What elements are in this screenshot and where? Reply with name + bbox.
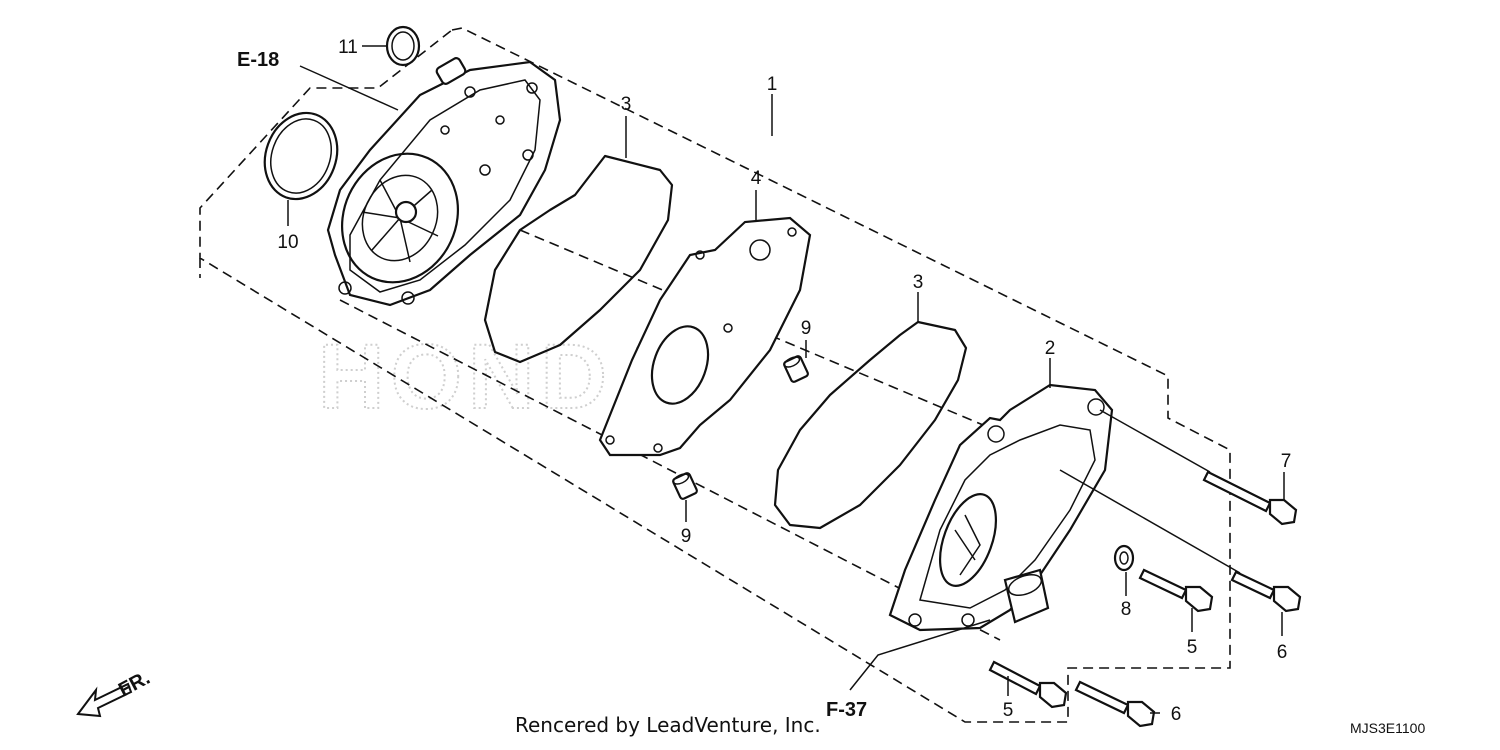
bolt-6-lower [1074,680,1156,728]
diagram-code: MJS3E1100 [1350,720,1425,736]
dowel-pin-upper [783,355,809,383]
bolt-7 [1202,470,1298,526]
callout-5-lower: 5 [1003,700,1014,721]
pump-body [326,57,562,307]
leader-e18 [299,65,399,111]
cover-plate-gasket [598,216,812,457]
callout-1: 1 [767,74,778,95]
ref-e18: E-18 [237,49,279,71]
leader-bolt-6 [1059,469,1241,574]
callout-4: 4 [751,168,762,189]
callout-7: 7 [1281,451,1292,472]
callout-6-lower: 6 [1171,704,1182,725]
bolt-6-upper [1230,570,1302,613]
o-ring-large [263,111,339,201]
o-ring-gasket-front [773,320,968,530]
assembly-outline-dashed [199,27,1231,723]
ref-f37: F-37 [826,699,867,721]
pump-cover [888,383,1114,632]
callout-2: 2 [1045,338,1056,359]
axis-line-lower [339,299,1001,641]
sealing-washer [1113,544,1135,572]
callout-6-upper: 6 [1277,642,1288,663]
callout-8: 8 [1121,599,1132,620]
dowel-pin-lower [672,472,698,500]
leader-f37 [849,619,991,691]
callout-11: 11 [338,37,358,58]
bolt-5-upper [1138,568,1214,613]
bolt-5-lower [988,660,1068,709]
credit-text: Rencered by LeadVenture, Inc. [515,713,821,737]
o-ring-gasket-rear [483,154,674,364]
callout-3-rear: 3 [621,94,632,115]
callout-9-lower: 9 [681,526,692,547]
leader-bolt-7 [1099,409,1211,473]
callout-3-front: 3 [913,272,924,293]
callout-10: 10 [277,232,298,253]
o-ring-small [385,25,421,67]
callout-9-upper: 9 [801,318,812,339]
front-direction-arrow: FR. [76,667,154,718]
callout-5-upper: 5 [1187,637,1198,658]
